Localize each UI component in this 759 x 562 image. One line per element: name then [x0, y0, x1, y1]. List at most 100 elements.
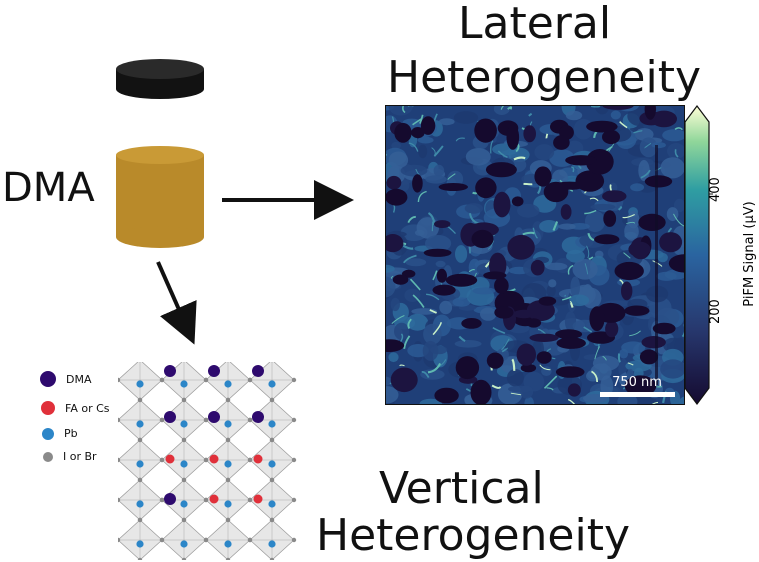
pifm-map: 750 nm	[385, 105, 685, 405]
halide-atom	[269, 397, 275, 403]
halide-atom	[291, 377, 297, 383]
halide-atom	[225, 477, 231, 483]
legend-swatch-dma	[40, 371, 56, 387]
legend-item-dma: DMA	[40, 371, 92, 387]
halide-atom	[291, 537, 297, 543]
pb-atom	[268, 460, 276, 468]
pb-atom	[180, 540, 188, 548]
pb-atom	[180, 460, 188, 468]
pb-atom	[224, 380, 232, 388]
pb-atom	[180, 420, 188, 428]
halide-atom	[291, 417, 297, 423]
pb-atom	[224, 500, 232, 508]
fa-cs-cation	[209, 494, 219, 504]
pb-atom	[268, 420, 276, 428]
halide-atom	[118, 457, 121, 463]
halide-atom	[203, 497, 209, 503]
halide-atom	[269, 557, 275, 560]
dma-cation	[208, 365, 220, 377]
dma-cation	[164, 493, 176, 505]
colorbar: 400 200 PiFM Signal (μV)	[684, 105, 757, 405]
dma-cation	[252, 411, 264, 423]
fa-cs-cation	[165, 454, 175, 464]
halide-atom	[225, 397, 231, 403]
halide-atom	[225, 557, 231, 560]
halide-atom	[159, 537, 165, 543]
pb-atom	[268, 500, 276, 508]
legend-swatch-halide	[43, 451, 53, 462]
halide-atom	[159, 377, 165, 383]
legend-label-dma: DMA	[66, 372, 92, 386]
fa-cs-cation	[253, 454, 263, 464]
halide-atom	[247, 457, 253, 463]
legend-swatch-fa-cs	[41, 401, 55, 415]
legend-item-fa-cs: FA or Cs	[41, 401, 110, 415]
scale-bar	[600, 392, 675, 397]
halide-atom	[159, 417, 165, 423]
colorbar-tick-200: 200	[708, 299, 723, 324]
pb-atom	[268, 380, 276, 388]
halide-atom	[269, 517, 275, 523]
halide-atom	[159, 497, 165, 503]
halide-atom	[269, 437, 275, 443]
pb-atom	[136, 420, 144, 428]
legend-item-halide: I or Br	[43, 450, 97, 463]
halide-atom	[181, 437, 187, 443]
halide-atom	[203, 417, 209, 423]
lateral-title-line2: Heterogeneity	[387, 52, 701, 103]
pb-atom	[136, 460, 144, 468]
vertical-title-line1: Vertical	[379, 463, 544, 514]
colorbar-label: PiFM Signal (μV)	[742, 201, 757, 306]
pb-atom	[224, 420, 232, 428]
pb-atom	[180, 380, 188, 388]
crystal-lattice	[118, 362, 297, 560]
pb-atom	[224, 460, 232, 468]
halide-atom	[225, 517, 231, 523]
pb-atom	[224, 540, 232, 548]
pb-atom	[136, 540, 144, 548]
dma-cation	[252, 365, 264, 377]
halide-atom	[225, 437, 231, 443]
dma-cation	[208, 411, 220, 423]
arrow-down	[156, 261, 197, 345]
halide-atom	[181, 557, 187, 560]
lateral-title-line1: Lateral	[458, 0, 612, 49]
legend-label-halide: I or Br	[63, 450, 97, 463]
halide-atom	[291, 497, 297, 503]
halide-atom	[137, 557, 143, 560]
dma-cation	[164, 411, 176, 423]
legend-label-fa-cs: FA or Cs	[65, 401, 110, 415]
solvent-label: DMA	[2, 165, 95, 211]
halide-atom	[118, 417, 121, 423]
legend-item-pb: Pb	[42, 427, 78, 440]
halide-atom	[137, 437, 143, 443]
halide-atom	[203, 377, 209, 383]
pb-atom	[268, 540, 276, 548]
halide-atom	[118, 497, 121, 503]
halide-atom	[118, 377, 121, 383]
halide-atom	[247, 497, 253, 503]
pb-atom	[136, 500, 144, 508]
halide-atom	[247, 377, 253, 383]
fa-cs-cation	[253, 494, 263, 504]
legend-label-pb: Pb	[64, 427, 78, 440]
halide-atom	[247, 537, 253, 543]
halide-atom	[181, 477, 187, 483]
vertical-title-line2: Heterogeneity	[316, 510, 630, 561]
halide-atom	[118, 537, 121, 543]
halide-atom	[203, 457, 209, 463]
halide-atom	[181, 397, 187, 403]
vial-icon	[116, 59, 204, 248]
halide-atom	[137, 397, 143, 403]
halide-atom	[181, 517, 187, 523]
halide-atom	[159, 457, 165, 463]
dma-cation	[164, 365, 176, 377]
legend-swatch-pb	[42, 427, 54, 440]
halide-atom	[203, 537, 209, 543]
halide-atom	[269, 477, 275, 483]
fa-cs-cation	[209, 454, 219, 464]
scale-bar-label: 750 nm	[612, 375, 662, 390]
colorbar-tick-400: 400	[708, 177, 723, 202]
halide-atom	[137, 477, 143, 483]
